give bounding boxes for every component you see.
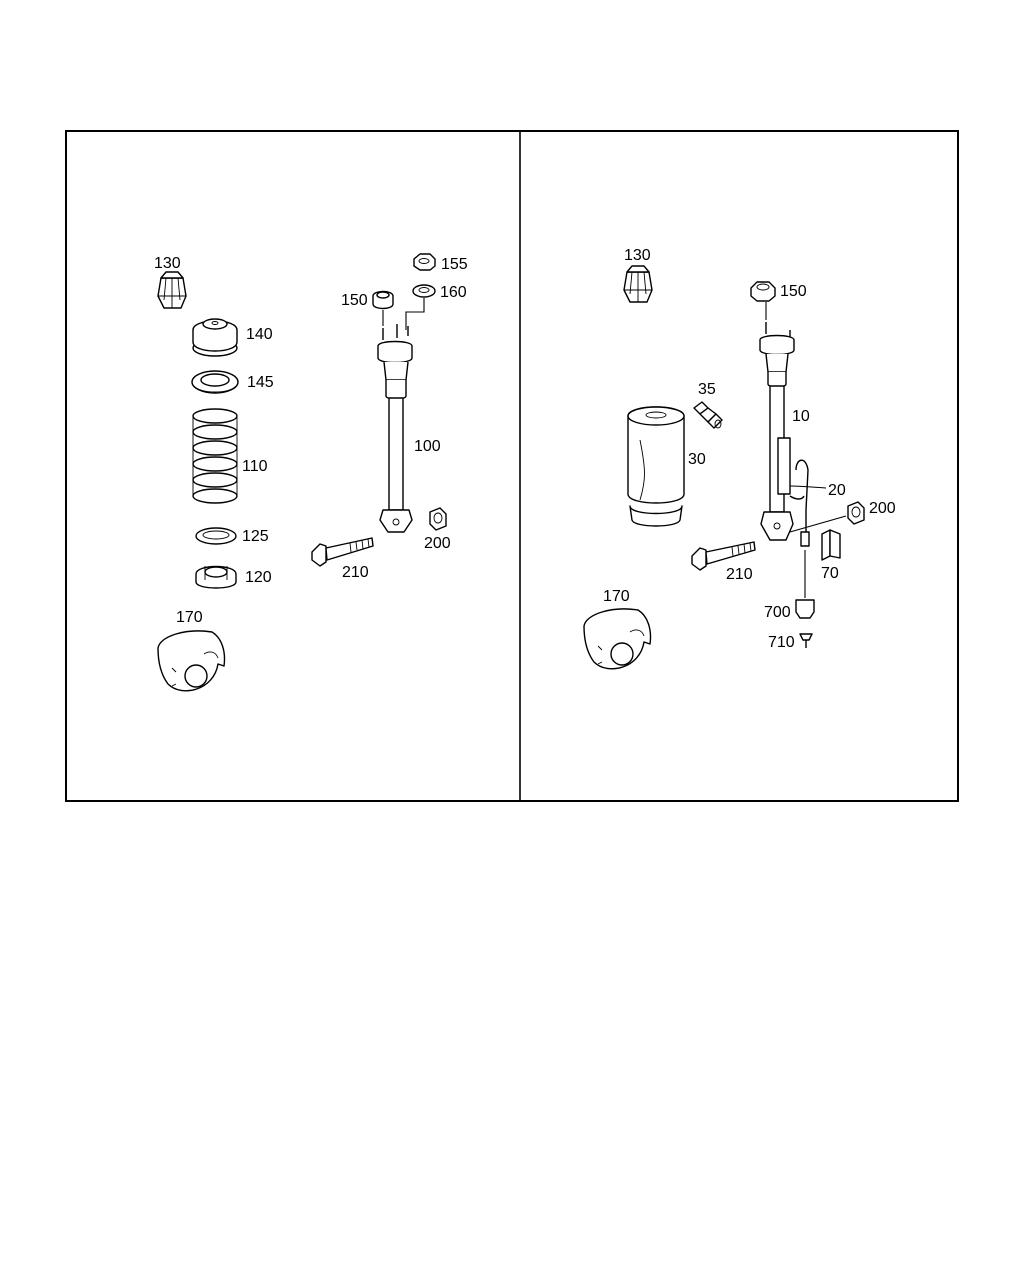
callout-130-right: 130 [624, 247, 651, 264]
part-210-bolt [311, 537, 374, 567]
part-150-nut [372, 290, 394, 310]
callout-170-right: 170 [603, 588, 630, 605]
part-200-nut [429, 507, 447, 531]
callout-200: 200 [424, 535, 451, 552]
part-130-clip-right [623, 265, 653, 303]
callout-120: 120 [245, 569, 272, 586]
callout-10: 10 [792, 408, 810, 425]
part-170-cover-right [583, 608, 652, 670]
callout-150-right: 150 [780, 283, 807, 300]
callout-30: 30 [688, 451, 706, 468]
callout-160: 160 [440, 284, 467, 301]
part-150-nut-right [750, 281, 776, 302]
callout-70: 70 [821, 565, 839, 582]
part-210-bolt-right [691, 541, 756, 571]
callout-150: 150 [341, 292, 368, 309]
part-70-clip [821, 529, 841, 561]
part-20-line [777, 437, 810, 547]
part-170-cover [157, 630, 226, 692]
part-120-spring-seat [195, 565, 237, 589]
callout-145: 145 [247, 374, 274, 391]
callout-700: 700 [764, 604, 791, 621]
part-710-pin [799, 633, 813, 648]
callout-130: 130 [154, 255, 181, 272]
callout-100: 100 [414, 438, 441, 455]
diagram-frame [65, 130, 959, 802]
callout-140: 140 [246, 326, 273, 343]
right-panel: 130 150 35 30 [583, 247, 896, 670]
leader-lines [382, 298, 847, 598]
part-200-nut-right [847, 501, 865, 525]
callout-110: 110 [242, 458, 268, 475]
part-160-washer [412, 284, 436, 298]
callout-155: 155 [441, 256, 468, 273]
part-35-valve [693, 401, 723, 429]
part-125-lower-pad [195, 527, 237, 545]
part-10-air-strut [759, 322, 795, 541]
part-30-air-spring [627, 406, 685, 527]
callout-210-right: 210 [726, 566, 753, 583]
callout-200-right: 200 [869, 500, 896, 517]
callout-710: 710 [768, 634, 795, 651]
part-700-connector [795, 599, 815, 619]
callout-20: 20 [828, 482, 846, 499]
part-130-clip [157, 271, 187, 309]
part-155-nut [413, 253, 436, 271]
part-145-isolator [191, 370, 239, 394]
part-100-shock-absorber [377, 324, 413, 533]
callout-125: 125 [242, 528, 269, 545]
part-140-top-mount [192, 318, 238, 357]
part-110-coil-spring [192, 408, 238, 504]
callout-35: 35 [698, 381, 716, 398]
callout-210: 210 [342, 564, 369, 581]
left-panel: 130 140 145 110 [154, 253, 468, 692]
callout-170: 170 [176, 609, 203, 626]
